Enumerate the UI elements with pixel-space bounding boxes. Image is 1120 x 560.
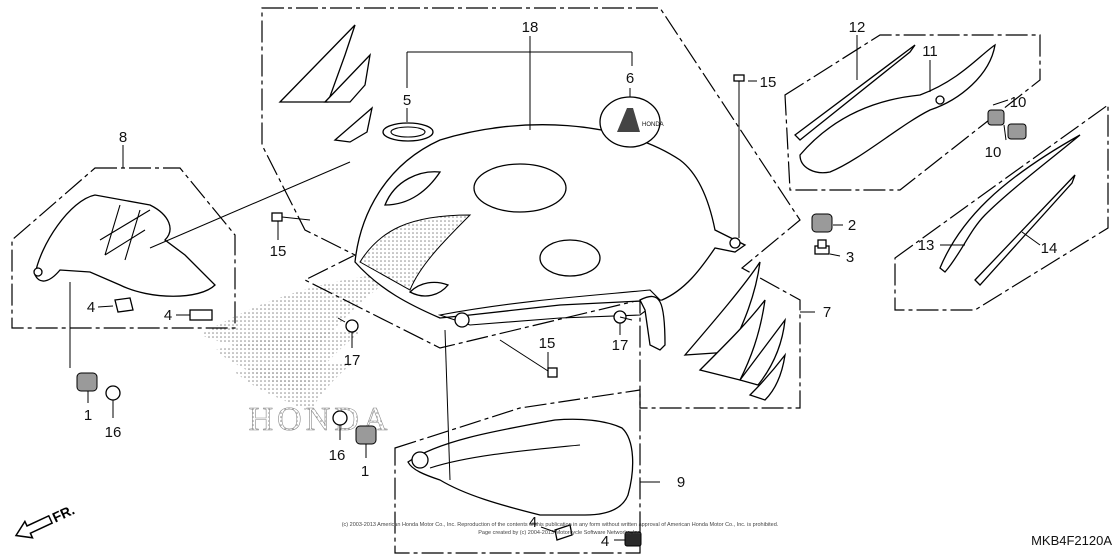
callout-4-a: 4 [87,299,95,316]
callout-3: 3 [846,249,854,266]
bolt-15-top [733,74,745,102]
grommet-5 [382,122,434,142]
honda-wing-watermark: HONDA [200,272,400,438]
clip-4a [114,297,134,313]
fuel-tank-cover [354,124,747,328]
group-outline-9 [394,389,641,554]
callout-16-left: 16 [105,424,122,441]
callout-4-c: 4 [529,514,537,531]
group-outline-8 [11,167,236,329]
callout-18: 18 [522,19,539,36]
honda-watermark-text: HONDA [249,401,392,438]
side-decal-14 [974,174,1076,286]
callout-14: 14 [1041,240,1058,257]
callout-8: 8 [119,129,127,146]
screw-17-right [613,310,633,324]
callout-7: 7 [823,304,831,321]
grommet-1-right [355,425,377,445]
callout-11: 11 [922,43,938,60]
svg-text:HONDA: HONDA [642,122,664,128]
grommet-10a [987,109,1005,126]
inner-cover-8 [33,194,216,297]
grommet-1-left [76,372,98,392]
group-outlines [11,7,1109,554]
callouts: 18 5 6 15 12 11 10 10 8 15 2 3 13 14 7 4… [84,19,1058,550]
front-direction-arrow: FR. [14,501,77,539]
bolt-15-left [271,212,311,222]
copyright-line-2: Page created by (c) 2004-2013 Motorcycle… [478,530,642,536]
screw-17-left [337,317,359,333]
grommet-10b [1007,123,1027,140]
collar-16-right [332,410,348,426]
callout-16-right: 16 [329,447,346,464]
diagram-part-code: MKB4F2120A [1031,533,1112,548]
grommet-2 [811,213,833,233]
decal-strips-18 [278,24,374,143]
callout-4-d: 4 [601,533,609,550]
side-decal-13 [939,134,1081,273]
callout-17-left: 17 [344,352,361,369]
group-outline-12 [784,34,1041,191]
callout-17-right: 17 [612,337,629,354]
callout-2: 2 [848,217,856,234]
arrow-icon [14,514,54,539]
direction-label: FR. [50,501,77,525]
clip-4b [189,309,213,321]
lower-cover-9 [407,418,634,516]
clip-4c [554,524,573,541]
callout-12: 12 [849,19,866,36]
bolt-15-mid [499,339,558,378]
tank-side-cover-7 [639,261,787,401]
leader-lines [69,35,1041,541]
callout-15-left: 15 [270,243,287,260]
side-decal-12 [794,43,996,174]
callout-15-mid: 15 [539,335,556,352]
callout-4-b: 4 [164,307,172,324]
callout-10-top: 10 [1010,94,1027,111]
callout-1-left: 1 [84,407,92,424]
group-outline-18 [261,7,801,409]
copyright-line-1: (c) 2003-2013 American Honda Motor Co., … [342,522,779,528]
honda-emblem-6: HONDA [599,96,664,148]
callout-13: 13 [918,237,935,254]
callout-1-right: 1 [361,463,369,480]
group-outline-14 [894,103,1109,311]
collar-16-left [105,385,121,401]
collar-3 [814,239,830,255]
callout-9: 9 [677,474,685,491]
clip-4d [624,531,642,547]
callout-5: 5 [403,92,411,109]
callout-10-bottom: 10 [985,144,1002,161]
callout-6: 6 [626,70,634,87]
callout-15-top: 15 [760,74,777,91]
